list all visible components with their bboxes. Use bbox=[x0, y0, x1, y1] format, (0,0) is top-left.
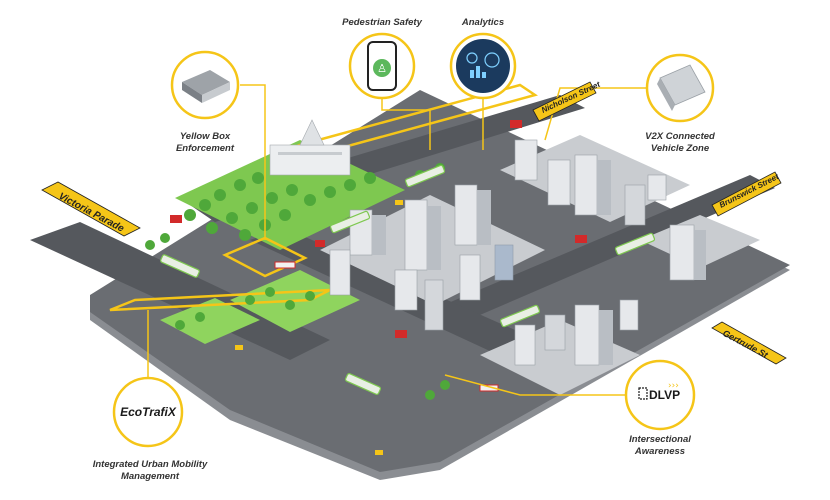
label-v2x-line1: V2X Connected bbox=[645, 131, 715, 142]
svg-text:♙: ♙ bbox=[377, 62, 387, 75]
yellow-box-zone bbox=[222, 236, 308, 278]
label-pedestrian-safety: Pedestrian Safety bbox=[330, 17, 434, 29]
callout-analytics bbox=[449, 32, 517, 100]
building bbox=[597, 160, 611, 215]
dlvp-logo-box bbox=[638, 387, 648, 400]
road-brunswick-street bbox=[420, 175, 775, 330]
label-analytics-text: Analytics bbox=[461, 17, 505, 28]
building bbox=[514, 324, 536, 366]
building bbox=[427, 206, 441, 270]
callout-v2x bbox=[645, 53, 715, 123]
building bbox=[547, 159, 571, 206]
dlvp-logo: DLVP bbox=[649, 388, 680, 402]
street-sign-gertrude: Gertrude St bbox=[711, 321, 787, 365]
street-label-gertrude: Gertrude St bbox=[721, 328, 770, 361]
leader-v2x bbox=[544, 87, 648, 141]
label-v2x: V2X Connected Vehicle Zone bbox=[625, 131, 735, 155]
label-analytics: Analytics bbox=[445, 17, 521, 29]
building bbox=[544, 314, 566, 351]
building bbox=[494, 244, 514, 281]
building bbox=[404, 199, 428, 271]
analytics-icon bbox=[456, 39, 510, 93]
leader-pedestrian bbox=[381, 98, 431, 150]
label-intersectional-line1: Intersectional bbox=[629, 434, 691, 445]
building bbox=[372, 215, 386, 255]
callout-pedestrian-safety: ♙ bbox=[348, 32, 416, 100]
building bbox=[694, 230, 706, 280]
building bbox=[477, 190, 491, 245]
callout-yellow-box bbox=[170, 50, 240, 120]
callout-lines bbox=[147, 84, 648, 396]
pedestrian-icon bbox=[373, 59, 391, 77]
label-yellow-box-line2: Enforcement bbox=[175, 143, 235, 154]
building bbox=[619, 299, 639, 331]
label-pedestrian-safety-text: Pedestrian Safety bbox=[342, 17, 422, 28]
building bbox=[454, 184, 478, 246]
building bbox=[599, 310, 613, 365]
leader-dlvp bbox=[444, 374, 625, 396]
callout-dlvp: DLVP ››› bbox=[624, 359, 696, 431]
heritage-building bbox=[269, 119, 351, 176]
label-intersectional-line2: Awareness bbox=[634, 446, 686, 457]
road-victoria-parade bbox=[30, 222, 330, 360]
leader-yellow-box bbox=[240, 84, 266, 240]
building bbox=[394, 269, 418, 311]
label-v2x-line2: Vehicle Zone bbox=[650, 143, 710, 154]
building bbox=[459, 254, 481, 301]
callout-ecotrafix: EcoTrafiX bbox=[112, 376, 184, 448]
dlvp-arrow-icon: ››› bbox=[668, 381, 679, 391]
building bbox=[574, 154, 598, 216]
label-yellow-box: Yellow Box Enforcement bbox=[150, 131, 260, 155]
building bbox=[647, 174, 667, 201]
label-intersectional: Intersectional Awareness bbox=[605, 434, 715, 458]
park-block-south bbox=[160, 298, 260, 344]
building bbox=[424, 279, 444, 331]
vehicles bbox=[160, 120, 656, 455]
label-iump-line2: Management bbox=[120, 471, 180, 482]
label-iump-line1: Integrated Urban Mobility bbox=[92, 459, 208, 470]
buildings bbox=[329, 139, 706, 366]
building bbox=[624, 184, 646, 226]
trees bbox=[145, 163, 450, 400]
ecotrafix-logo: EcoTrafiX bbox=[120, 405, 177, 419]
building bbox=[574, 304, 600, 366]
building bbox=[329, 249, 351, 296]
building bbox=[514, 139, 538, 181]
building bbox=[669, 224, 695, 281]
camera-device-icon bbox=[182, 70, 230, 95]
label-iump: Integrated Urban Mobility Management bbox=[70, 459, 230, 483]
label-yellow-box-line1: Yellow Box bbox=[179, 131, 231, 142]
